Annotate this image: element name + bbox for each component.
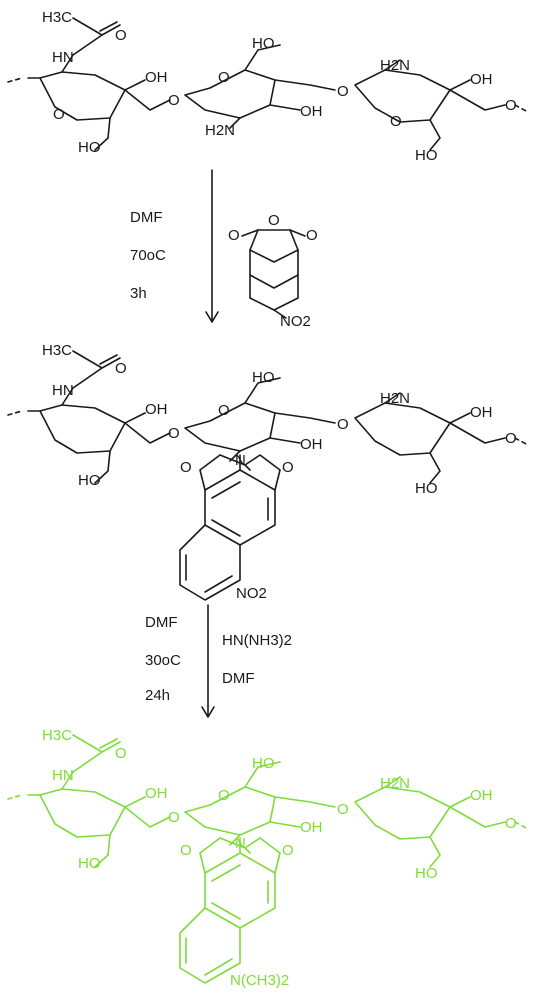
step2-time: 24h <box>145 687 170 704</box>
step2-reagent-solvent: DMF <box>222 670 255 687</box>
label-o: O <box>115 27 127 44</box>
label-h3c-2: H3C <box>42 342 72 359</box>
product-label-nme2: N(CH3)2 <box>230 972 289 989</box>
imide-o-right: O <box>282 459 294 476</box>
step1-conditions: DMF 70oC 3h O O O NO2 <box>130 169 318 330</box>
product-terminal-o: O <box>505 815 517 832</box>
label-ho-3: HO <box>415 147 438 164</box>
label-no2: NO2 <box>236 585 267 602</box>
ring-o-1: O <box>53 106 65 123</box>
product-imide-o-left: O <box>180 842 192 859</box>
label-no2-reagent: NO2 <box>280 313 311 330</box>
step2-conditions: DMF 30oC 24h HN(NH3)2 DMF <box>145 604 292 718</box>
product-label-hn: HN <box>52 767 74 784</box>
label-oh-4: OH <box>145 401 168 418</box>
ring-o-2: O <box>218 69 230 86</box>
label-hn: HN <box>52 49 74 66</box>
product-acetyl-o: O <box>115 745 127 762</box>
dimethylamino-naphthalimide-chitosan-product <box>7 734 529 984</box>
glycosidic-o-4: O <box>337 416 349 433</box>
imide-n: N <box>235 452 246 469</box>
label-oh-5: OH <box>300 436 323 453</box>
step2-arrowhead <box>201 706 215 718</box>
product-label-h2n: H2N <box>380 775 410 792</box>
ring-o-4: O <box>218 402 230 419</box>
step1-solvent: DMF <box>130 209 163 226</box>
label-oh-3: OH <box>470 71 493 88</box>
chitosan-starting-material-labels: H3C O HN OH HO O O O HO H2N OH O H2N OH … <box>42 9 517 164</box>
product-label-h3c: H3C <box>42 727 72 744</box>
product-label-ho-3: HO <box>415 865 438 882</box>
glycosidic-o-1: O <box>168 92 180 109</box>
step1-time: 3h <box>130 285 147 302</box>
ring-o-3: O <box>390 113 402 130</box>
product-label-ho-2: HO <box>252 755 275 772</box>
nitronaphthalic-anhydride <box>241 229 306 319</box>
label-ho: HO <box>78 139 101 156</box>
label-h2n-2: H2N <box>380 57 410 74</box>
label-ho-5: HO <box>252 369 275 386</box>
anhydride-o-right: O <box>306 227 318 244</box>
product-label-oh: OH <box>145 785 168 802</box>
anhydride-o-bridge: O <box>268 212 280 229</box>
product-label-oh-3: OH <box>470 787 493 804</box>
label-ho-2: HO <box>252 35 275 52</box>
label-oh-2: OH <box>300 103 323 120</box>
label-oh-6: OH <box>470 404 493 421</box>
label-oh: OH <box>145 69 168 86</box>
product-labels: H3C O HN OH HO O O HO OH O H2N OH HO O O… <box>42 727 517 989</box>
label-hn-2: HN <box>52 382 74 399</box>
product-ring-o: O <box>218 787 230 804</box>
imide-o-left: O <box>180 459 192 476</box>
step1-temperature: 70oC <box>130 247 166 264</box>
glycosidic-o-3: O <box>168 425 180 442</box>
acetyl-o-2: O <box>115 360 127 377</box>
step2-temperature: 30oC <box>145 652 181 669</box>
label-h3c: H3C <box>42 9 72 26</box>
product-imide-o-right: O <box>282 842 294 859</box>
label-h2n: H2N <box>205 122 235 139</box>
nitronaphthalimide-chitosan <box>7 350 529 601</box>
label-ho-4: HO <box>78 472 101 489</box>
label-h2n-3: H2N <box>380 390 410 407</box>
product-label-ho: HO <box>78 855 101 872</box>
product-label-oh-2: OH <box>300 819 323 836</box>
product-glycosidic-o-1: O <box>168 809 180 826</box>
nitronaphthalimide-chitosan-labels: H3C O HN OH HO O O HO OH O H2N OH HO O O… <box>42 342 517 602</box>
product-imide-n: N <box>235 835 246 852</box>
terminal-o-2: O <box>505 430 517 447</box>
glycosidic-o-2: O <box>337 83 349 100</box>
label-ho-6: HO <box>415 480 438 497</box>
step1-arrowhead <box>205 311 219 323</box>
terminal-o: O <box>505 97 517 114</box>
step2-reagent: HN(NH3)2 <box>222 632 292 649</box>
step2-solvent: DMF <box>145 614 178 631</box>
anhydride-o-left: O <box>228 227 240 244</box>
product-glycosidic-o-2: O <box>337 801 349 818</box>
